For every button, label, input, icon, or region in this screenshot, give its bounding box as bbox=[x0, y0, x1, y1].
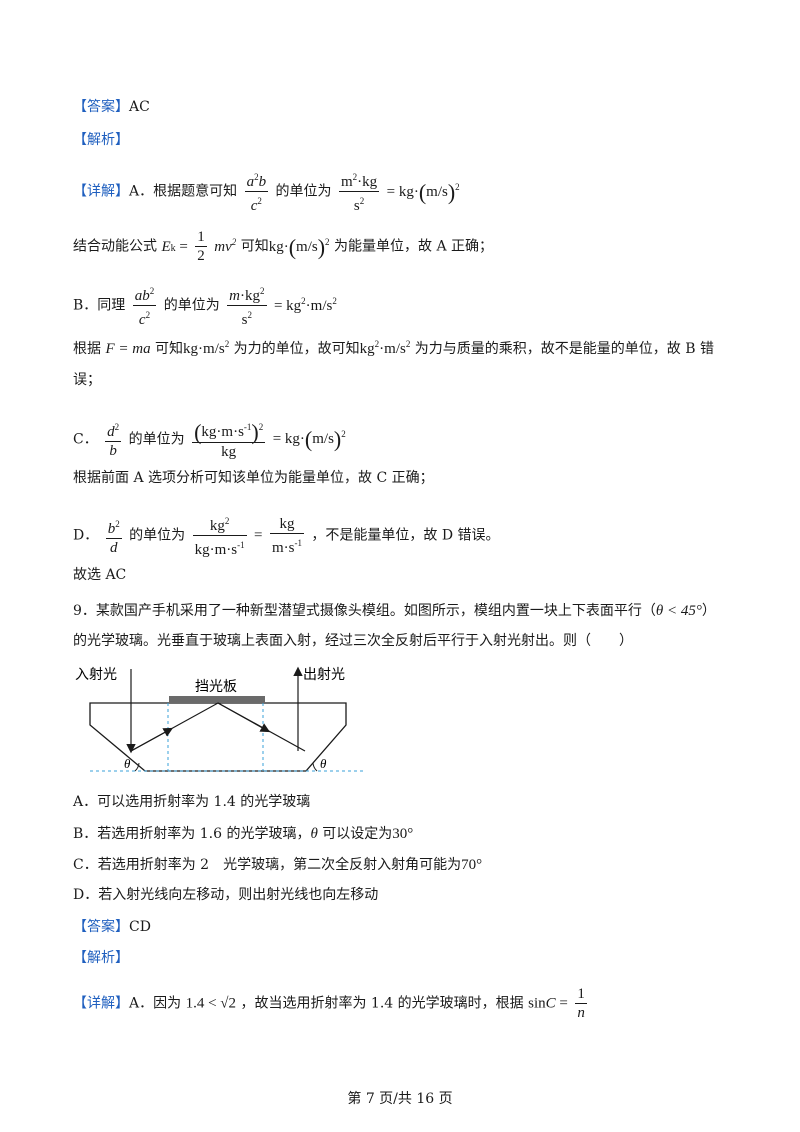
q9-stem-2: 的光学玻璃。光垂直于玻璃上表面入射，经过三次全反射后平行于入射光射出。则（ ） bbox=[73, 633, 633, 649]
ray-path bbox=[130, 702, 306, 752]
option-a: A．可以选用折射率为 1.4 的光学玻璃 bbox=[73, 794, 311, 810]
formula-kg-ms2: = kg·(m/s)2 bbox=[386, 179, 460, 205]
q9-stem-1: 9．某款国产手机采用了一种新型潜望式摄像头模组。如图所示，模组内置一块上下表面平… bbox=[73, 603, 716, 619]
analysis-tag: 【解析】 bbox=[73, 132, 129, 148]
option-b: B．若选用折射率为 1.6 的光学玻璃，θ 可以设定为30° bbox=[73, 826, 414, 842]
formula-ek: Ek = bbox=[161, 238, 188, 255]
formula-sqrt2: 1.4 < √2 bbox=[185, 995, 237, 1012]
theta-condition: θ < 45° bbox=[655, 603, 702, 619]
c-note: 根据前面 A 选项分析可知该单位为能量单位，故 C 正确； bbox=[73, 470, 434, 486]
prism-diagram: 入射光 出射光 挡光板 θ θ bbox=[75, 666, 363, 772]
label-exit: 出射光 bbox=[303, 667, 345, 683]
q9-analysis-line: 【解析】 bbox=[73, 950, 129, 966]
answer-tag: 【答案】 bbox=[73, 99, 129, 115]
option-d: D．若入射光线向左移动，则出射光线也向左移动 bbox=[73, 887, 379, 903]
detail-tag: 【详解】 bbox=[73, 183, 129, 200]
page-footer: 第 7 页/共 16 页 bbox=[347, 1091, 453, 1107]
answer-value: AC bbox=[129, 99, 150, 115]
option-c: C．若选用折射率为 2 光学玻璃，第二次全反射入射角可能为70° bbox=[73, 857, 483, 873]
choose-line: 故选 AC bbox=[73, 567, 127, 583]
formula-sinc: sinC = bbox=[528, 995, 568, 1012]
formula-fma: F = ma bbox=[105, 341, 151, 357]
force-line: 根据 F = ma 可知kg·m/s2 为力的单位，故可知kg2·m/s2 为力… bbox=[73, 339, 714, 357]
analysis-line: 【解析】 bbox=[73, 130, 129, 150]
formula-kg-ms2-b: kg·(m/s)2 bbox=[268, 234, 330, 260]
q9-detail-line: 【详解】A．因为 1.4 < √2 ，故当选用折射率为 1.4 的光学玻璃时，根… bbox=[73, 986, 587, 1021]
label-plate: 挡光板 bbox=[195, 679, 237, 695]
theta-left: θ bbox=[124, 756, 131, 771]
theta-right: θ bbox=[320, 756, 327, 771]
q9-answer-line: 【答案】CD bbox=[73, 919, 151, 935]
answer-line: 【答案】AC bbox=[73, 97, 150, 117]
label-incident: 入射光 bbox=[75, 667, 117, 683]
light-block-plate bbox=[169, 696, 265, 703]
force-wrap: 误； bbox=[73, 372, 101, 388]
